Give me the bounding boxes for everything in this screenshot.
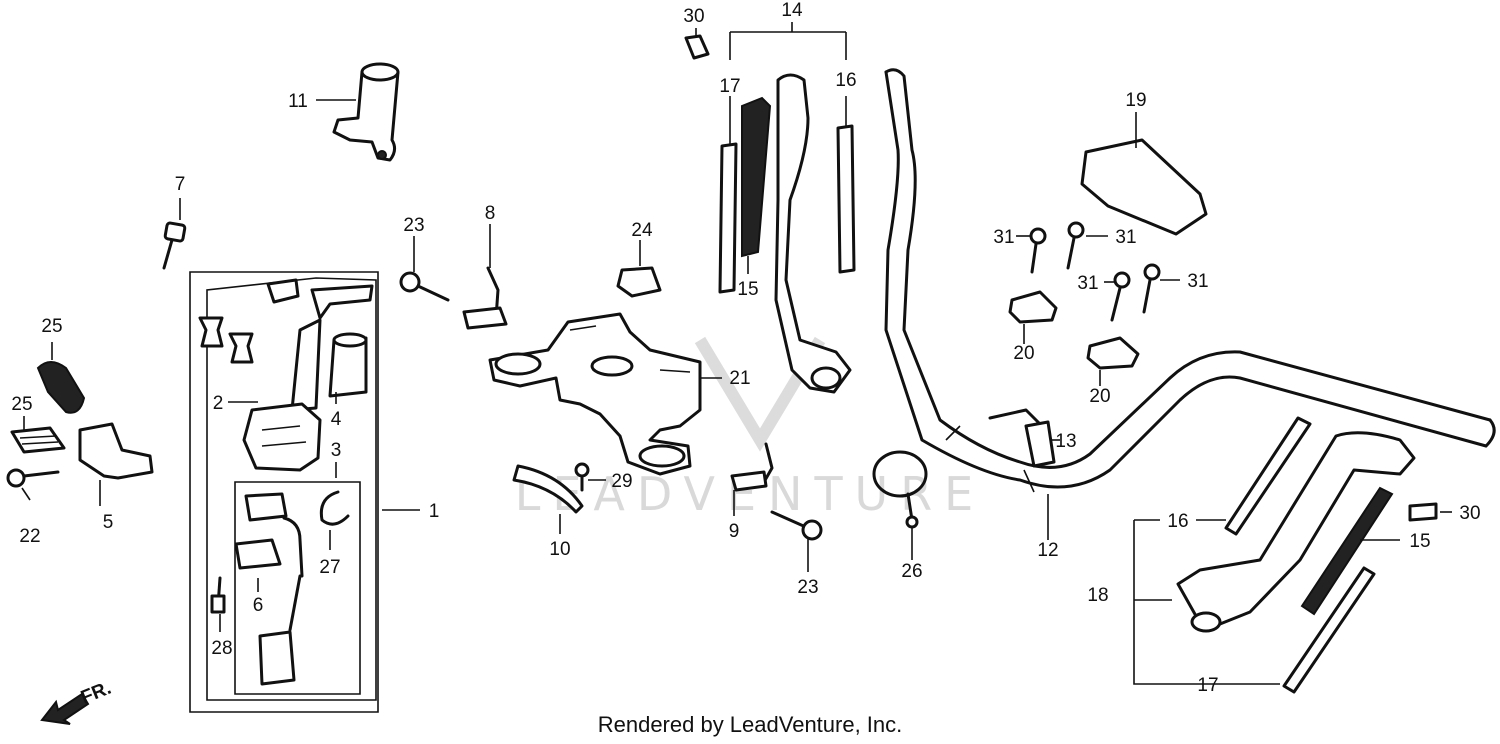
callout-25-upper: 25 [41,316,62,337]
callout-24: 24 [631,220,653,241]
part-14-riser-upper[interactable] [774,73,852,394]
part-19-top-cover[interactable] [1080,138,1208,236]
callout-30-upper: 30 [683,6,704,27]
callout-28: 28 [211,638,232,659]
callout-8: 8 [485,203,496,224]
callout-30-lower: 30 [1459,503,1480,524]
callout-21: 21 [729,368,750,389]
part-7-key[interactable] [162,221,187,270]
callout-18: 18 [1087,585,1108,606]
callout-31-b: 31 [1115,227,1136,248]
callout-17-upper: 17 [719,76,740,97]
part-29-screw[interactable] [574,462,590,492]
part-20-holder-upper[interactable] [1008,290,1058,324]
front-direction-label: FR. [78,678,114,709]
callout-26: 26 [901,561,922,582]
callout-13: 13 [1055,431,1076,452]
callout-20-upper: 20 [1013,343,1034,364]
part-8-wire-clamp[interactable] [462,266,508,330]
part-13-clamp[interactable] [988,408,1056,468]
callout-23-lower: 23 [797,577,818,598]
part-2-switch-body[interactable] [242,284,374,472]
callout-4: 4 [331,409,342,430]
group-3-box [234,481,361,695]
callout-31-c: 31 [1077,273,1098,294]
callout-17-lower: 17 [1197,675,1218,696]
callout-5: 5 [103,512,114,533]
part-17-pad-upper[interactable] [718,142,738,294]
part-5-lock-base[interactable] [78,422,154,480]
part-23-bolt-upper[interactable] [399,271,450,302]
footer-credit: Rendered by LeadVenture, Inc. [597,712,903,737]
part-4-cylinder[interactable] [328,332,368,398]
callout-16-upper: 16 [835,70,856,91]
callout-20-lower: 20 [1089,386,1110,407]
part-25-cover-lower[interactable] [10,426,66,454]
part-22-bolt[interactable] [6,468,60,488]
part-27-clip[interactable] [319,490,350,526]
part-24-cap[interactable] [616,266,662,298]
part-30-screw-upper[interactable] [684,34,710,60]
part-16-pad-lower[interactable] [1224,416,1312,536]
callout-29: 29 [611,471,632,492]
group-1-box [189,271,379,713]
callout-1: 1 [429,501,440,522]
part-20-holder-lower[interactable] [1086,336,1140,370]
part-30-screw-lower[interactable] [1408,502,1438,522]
group-1-inner [206,277,377,701]
callout-31-d: 31 [1187,271,1208,292]
part-grommets[interactable] [198,278,300,364]
part-12-handlebar[interactable] [884,68,1496,493]
part-15-strip-lower[interactable] [1300,486,1394,616]
part-15-strip-upper[interactable] [741,96,772,258]
part-3-switch-wiring[interactable] [210,492,304,686]
part-18-riser-lower[interactable] [1176,431,1416,633]
callout-14: 14 [781,0,803,21]
part-16-pad-upper[interactable] [836,124,856,274]
callout-3: 3 [331,440,342,461]
part-26-band[interactable] [872,450,928,529]
callout-15-upper: 15 [737,279,758,300]
part-25-cover-upper[interactable] [36,361,86,414]
callout-16-lower: 16 [1167,511,1188,532]
part-17-pad-lower[interactable] [1282,566,1376,694]
callout-22: 22 [19,526,40,547]
callout-19: 19 [1125,90,1146,111]
callout-12: 12 [1037,540,1058,561]
callout-9: 9 [729,521,740,542]
callout-25-lower: 25 [11,394,32,415]
part-10-strip[interactable] [512,464,584,514]
part-31-bolts[interactable] [1029,221,1161,322]
callout-15-lower: 15 [1409,531,1430,552]
callout-23-upper: 23 [403,215,424,236]
callout-27: 27 [319,557,340,578]
callout-11: 11 [288,91,308,112]
part-9-clamp[interactable] [730,442,774,492]
callout-31-a: 31 [993,227,1014,248]
callout-numbers: 11 7 8 23 24 2 4 3 1 25 25 5 22 6 27 28 … [11,0,1480,696]
leader-lines [21,22,1452,685]
callout-7: 7 [175,174,186,195]
part-21-top-bridge[interactable] [488,312,702,476]
callout-6: 6 [253,595,264,616]
part-23-bolt-lower[interactable] [770,510,823,541]
part-11-stem-pipe[interactable] [332,62,400,162]
callout-10: 10 [549,539,570,560]
callout-2: 2 [213,393,224,414]
